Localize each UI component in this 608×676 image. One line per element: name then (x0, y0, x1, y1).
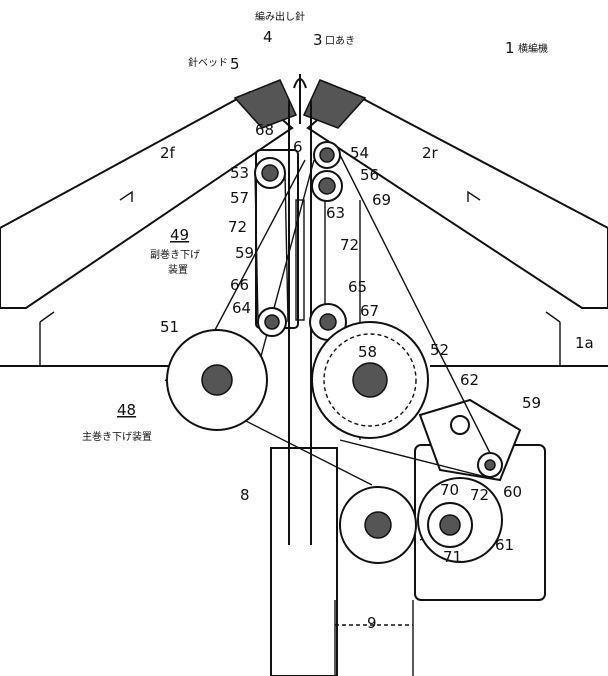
label-sub-device-jp: 副巻き下げ (150, 249, 200, 261)
label-72: 72 (340, 236, 359, 254)
label-needle-jp: 編み出し針 (255, 10, 305, 23)
label-70: 70 (440, 481, 459, 499)
label-8: 8 (240, 486, 250, 504)
label-6: 6 (293, 138, 303, 156)
label-62: 62 (460, 371, 479, 389)
label-mouth-jp: 口あき (325, 35, 355, 47)
needle-bed-front (0, 79, 298, 366)
label-72: 72 (470, 486, 489, 504)
label-64: 64 (232, 299, 251, 317)
label-68: 68 (255, 121, 274, 139)
label-61: 61 (495, 536, 514, 554)
label-67: 67 (360, 302, 379, 320)
label-machine-jp: 横編機 (518, 42, 548, 55)
label-54: 54 (350, 144, 369, 162)
label-1: 1 (505, 39, 515, 57)
label-3: 3 (313, 31, 323, 49)
needle-bed-rear (302, 79, 608, 366)
label-main-device-jp: 主巻き下げ装置 (82, 430, 152, 443)
label-71: 71 (443, 548, 462, 566)
label-4: 4 (263, 28, 273, 46)
label-60: 60 (503, 483, 522, 501)
dimension-9 (334, 600, 414, 676)
label-63: 63 (326, 204, 345, 222)
label-bed-jp: 針ベッド (188, 56, 228, 69)
block-8 (270, 447, 338, 676)
rollers (166, 141, 503, 564)
label-sub-device-jp-2: 装置 (168, 263, 188, 276)
label-2r: 2r (422, 144, 439, 162)
label-52: 52 (430, 341, 449, 359)
label-51: 51 (160, 318, 179, 336)
label-2f: 2f (160, 144, 176, 162)
label-1a: 1a (575, 334, 594, 352)
label-57: 57 (230, 189, 249, 207)
label-48: 48 (117, 401, 136, 419)
label-49: 49 (170, 226, 189, 244)
label-53: 53 (230, 164, 249, 182)
needle-icon (293, 74, 307, 124)
label-65: 65 (348, 278, 367, 296)
label-66: 66 (230, 276, 249, 294)
label-58: 58 (358, 343, 377, 361)
label-72: 72 (228, 218, 247, 236)
center-column (288, 100, 312, 545)
label-9: 9 (367, 614, 377, 632)
label-56: 56 (360, 166, 379, 184)
label-69: 69 (372, 191, 391, 209)
label-5: 5 (230, 55, 240, 73)
label-59: 59 (235, 244, 254, 262)
label-59: 59 (522, 394, 541, 412)
